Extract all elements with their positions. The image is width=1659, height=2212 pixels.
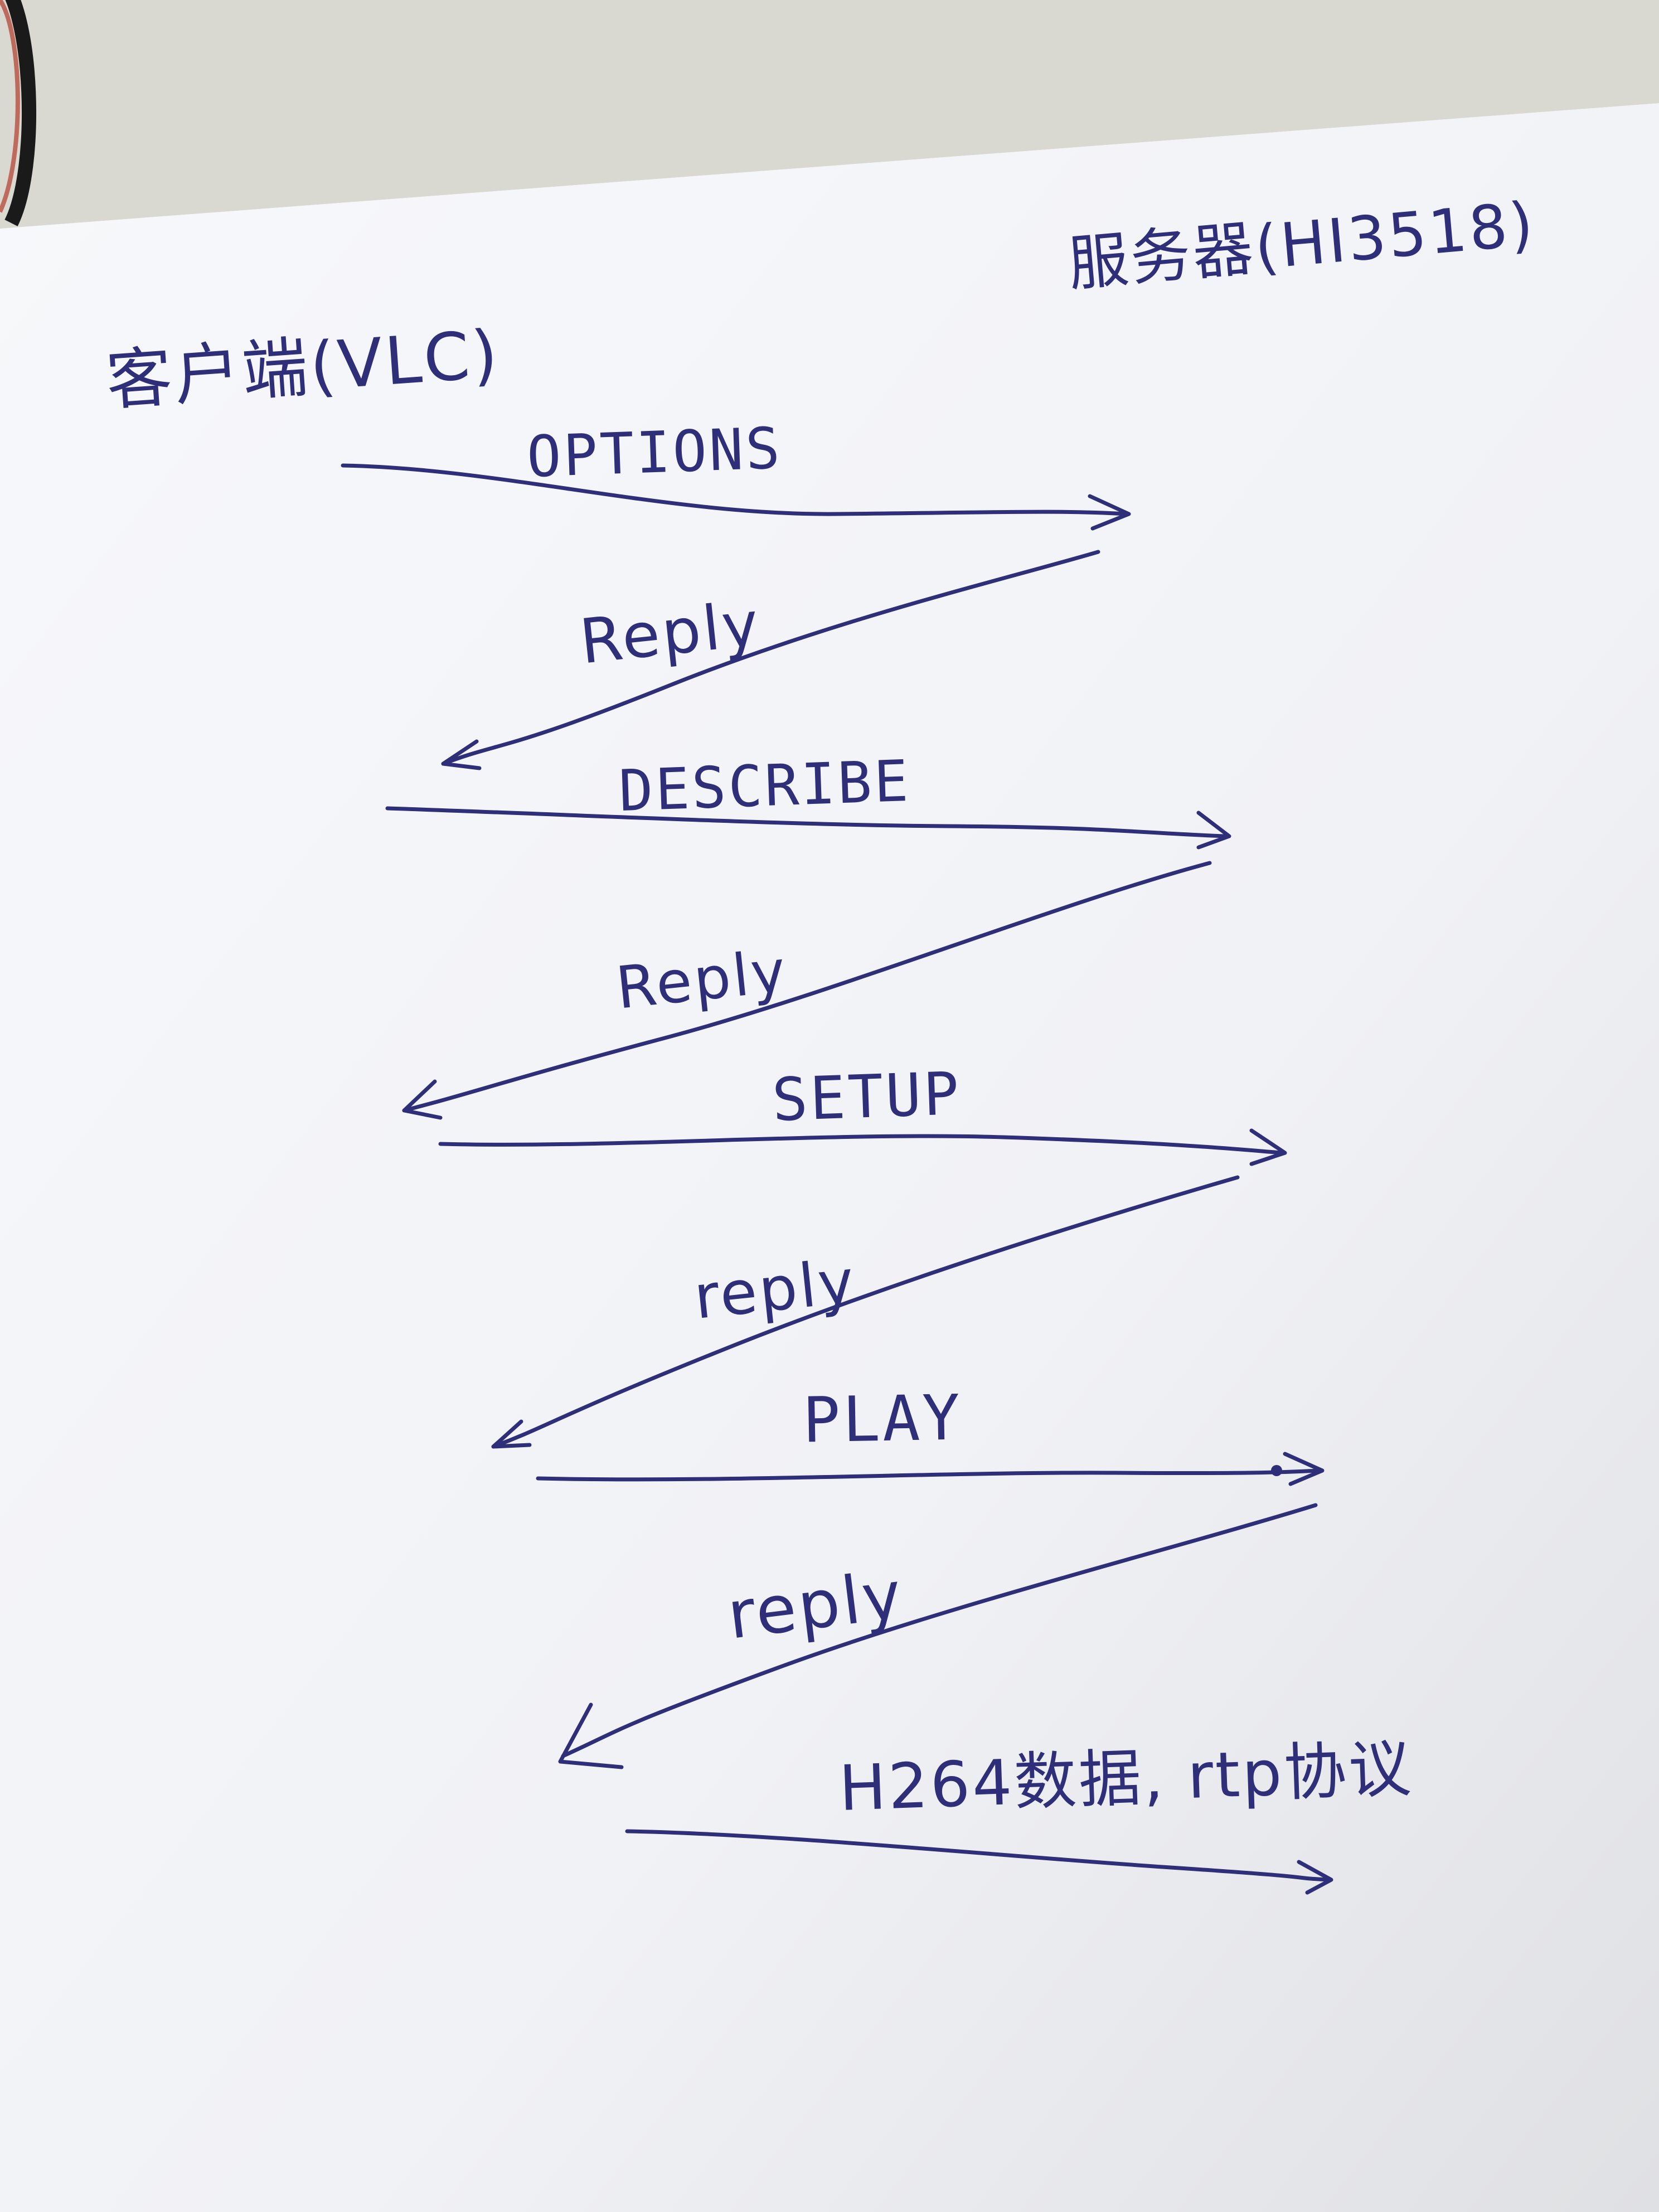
arrow-reply-1 <box>441 550 1100 770</box>
message-label-reply-2: Reply <box>613 937 791 1022</box>
arrow-reply-4 <box>558 1503 1318 1769</box>
message-label-reply-3: reply <box>691 1246 860 1333</box>
message-label-options: OPTIONS <box>526 415 783 491</box>
arrow-describe <box>385 806 1231 850</box>
paper <box>0 103 1659 2212</box>
arrow-options <box>341 463 1131 531</box>
arrow-h264 <box>625 1829 1333 1895</box>
message-label-reply-1: Reply <box>576 588 764 678</box>
message-label-setup: SETUP <box>770 1059 963 1134</box>
cable-edge <box>4 0 36 226</box>
message-label-describe: DESCRIBE <box>618 748 912 825</box>
message-label-h264: H264数据, rtp协议 <box>838 1733 1415 1825</box>
message-label-reply-4: reply <box>723 1556 908 1654</box>
arrow-play <box>536 1452 1325 1486</box>
arrow-setup <box>438 1128 1287 1166</box>
arrow-reply-2 <box>402 861 1212 1120</box>
arrow-reply-3 <box>491 1175 1240 1449</box>
message-label-play: PLAY <box>802 1381 963 1457</box>
